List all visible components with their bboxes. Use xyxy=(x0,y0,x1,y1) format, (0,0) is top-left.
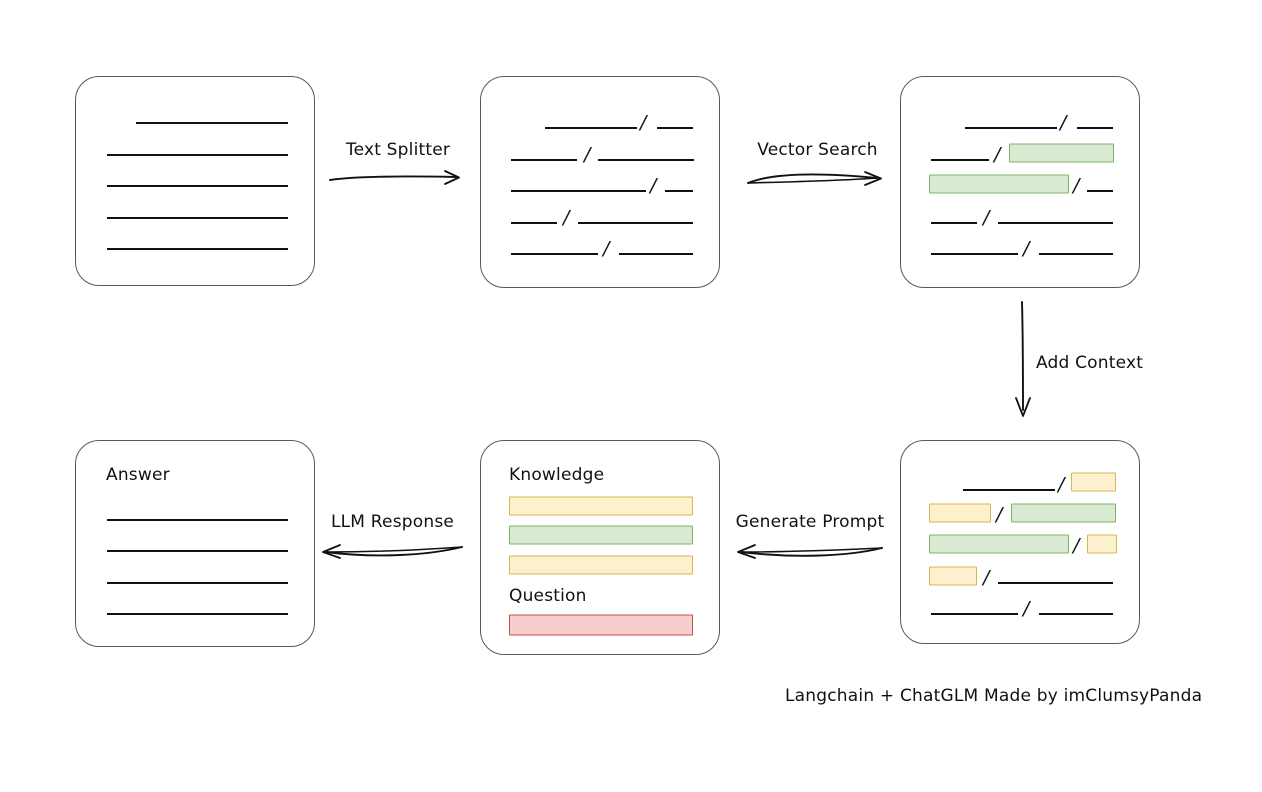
chunk-segment xyxy=(598,159,694,161)
edge-generate-prompt: Generate Prompt xyxy=(735,512,885,562)
document-line xyxy=(107,248,288,250)
document-line xyxy=(107,154,288,156)
node-answer-box[interactable]: Answer xyxy=(75,440,315,647)
answer-line xyxy=(107,550,288,552)
edge-vector-search: Vector Search xyxy=(745,140,890,190)
chunk-segment xyxy=(998,222,1113,224)
answer-line xyxy=(107,582,288,584)
document-line xyxy=(107,185,288,187)
edge-text-splitter: Text Splitter xyxy=(328,140,468,190)
edge-add-context-arrow xyxy=(1015,301,1031,417)
context-chunk-highlight[interactable] xyxy=(1071,472,1116,492)
chunk-segment xyxy=(1039,613,1113,615)
node-matched-chunks[interactable]: / / / / / xyxy=(900,76,1140,288)
answer-line xyxy=(107,613,288,615)
node-source-document[interactable] xyxy=(75,76,315,286)
edge-add-context: Add Context xyxy=(1010,300,1160,425)
document-line xyxy=(136,122,288,124)
chunk-segment xyxy=(931,222,977,224)
chunk-separator: / xyxy=(563,206,570,229)
chunk-segment xyxy=(511,190,646,192)
knowledge-item[interactable] xyxy=(509,525,693,545)
chunk-separator: / xyxy=(996,503,1003,526)
chunk-separator: / xyxy=(640,111,647,134)
chunk-separator: / xyxy=(994,143,1001,166)
chunk-separator: / xyxy=(584,143,591,166)
context-chunk-highlight[interactable] xyxy=(1087,534,1117,554)
answer-line xyxy=(107,519,288,521)
chunk-segment xyxy=(665,190,693,192)
chunk-separator: / xyxy=(983,206,990,229)
chunk-segment xyxy=(657,127,693,129)
knowledge-item[interactable] xyxy=(509,496,693,516)
chunk-separator: / xyxy=(1073,174,1080,197)
document-line xyxy=(107,217,288,219)
node-split-chunks[interactable]: / / / / / xyxy=(480,76,720,288)
chunk-segment xyxy=(619,253,693,255)
chunk-segment xyxy=(965,127,1057,129)
chunk-separator: / xyxy=(1023,597,1030,620)
edge-llm-response-label: LLM Response xyxy=(330,512,455,532)
context-chunk-highlight[interactable] xyxy=(929,503,991,523)
chunk-separator: / xyxy=(650,174,657,197)
chunk-segment xyxy=(511,253,598,255)
node-context-chunks[interactable]: / / / / / xyxy=(900,440,1140,644)
chunk-separator: / xyxy=(1060,111,1067,134)
chunk-segment xyxy=(511,159,577,161)
chunk-separator: / xyxy=(1023,237,1030,260)
edge-text-splitter-arrow xyxy=(329,170,460,185)
node-prompt-box[interactable]: Knowledge Question xyxy=(480,440,720,655)
question-item[interactable] xyxy=(509,614,693,636)
chunk-separator: / xyxy=(983,566,990,589)
chunk-segment xyxy=(578,222,693,224)
edge-add-context-label: Add Context xyxy=(1036,353,1144,373)
edge-text-splitter-label: Text Splitter xyxy=(345,140,451,160)
edge-vector-search-arrow xyxy=(747,171,882,186)
chunk-segment xyxy=(545,127,637,129)
edge-generate-prompt-label: Generate Prompt xyxy=(735,512,885,532)
edge-generate-prompt-arrow xyxy=(737,544,883,559)
chunk-separator: / xyxy=(1058,473,1065,496)
footer-credit: Langchain + ChatGLM Made by imClumsyPand… xyxy=(785,686,1203,706)
chunk-segment xyxy=(511,222,557,224)
chunk-segment xyxy=(963,489,1055,491)
knowledge-item[interactable] xyxy=(509,555,693,575)
matched-chunk-highlight[interactable] xyxy=(929,174,1069,194)
chunk-segment xyxy=(1039,253,1113,255)
edge-llm-response: LLM Response xyxy=(320,512,465,562)
context-chunk-highlight[interactable] xyxy=(929,534,1069,554)
chunk-segment xyxy=(931,159,989,161)
edge-llm-response-arrow xyxy=(322,544,463,559)
chunk-segment xyxy=(998,582,1113,584)
knowledge-heading: Knowledge xyxy=(509,465,605,485)
question-heading: Question xyxy=(509,586,587,606)
matched-chunk-highlight[interactable] xyxy=(1009,143,1114,163)
chunk-separator: / xyxy=(1073,534,1080,557)
edge-vector-search-label: Vector Search xyxy=(757,140,878,160)
context-chunk-highlight[interactable] xyxy=(1011,503,1116,523)
chunk-segment xyxy=(1077,127,1113,129)
chunk-segment xyxy=(931,253,1018,255)
answer-heading: Answer xyxy=(106,465,170,485)
chunk-separator: / xyxy=(603,237,610,260)
context-chunk-highlight[interactable] xyxy=(929,566,977,586)
chunk-segment xyxy=(931,613,1018,615)
chunk-segment xyxy=(1087,190,1113,192)
